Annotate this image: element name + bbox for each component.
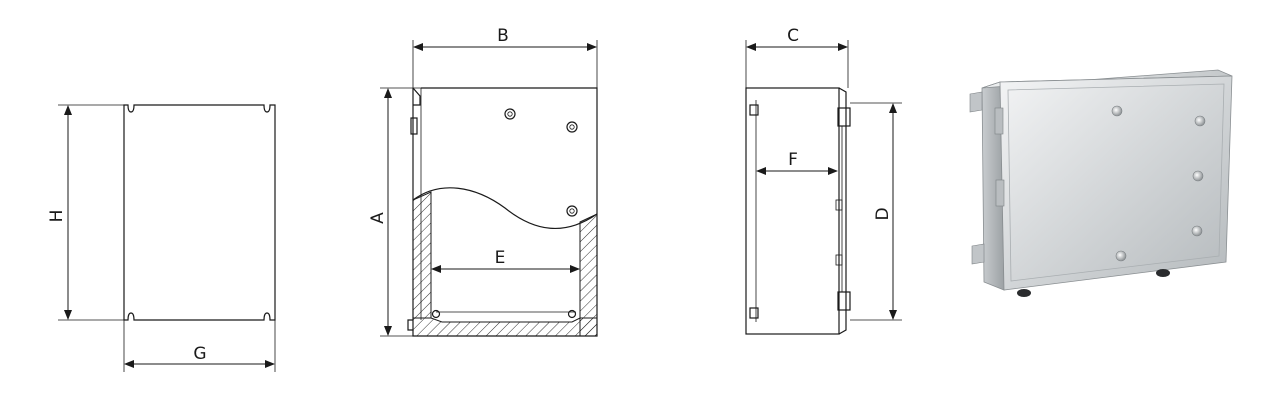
enclosure-3d-render bbox=[969, 69, 1233, 297]
front-bolt-3 bbox=[566, 205, 578, 217]
side-wall-mount-bottom bbox=[749, 307, 759, 319]
hatched-bottom-wall bbox=[412, 317, 598, 337]
back-plate-outline bbox=[123, 104, 276, 321]
render-bolt-5 bbox=[1115, 250, 1127, 262]
render-bolt-2 bbox=[1194, 115, 1206, 127]
hinge-block bbox=[410, 117, 418, 135]
side-body-outline bbox=[745, 87, 840, 335]
h-label: H bbox=[47, 210, 67, 223]
b-label: B bbox=[497, 26, 509, 46]
render-bolt-4 bbox=[1191, 225, 1203, 237]
side-hinge-top bbox=[837, 107, 851, 127]
side-door-edge bbox=[838, 87, 847, 335]
render-hinge-top bbox=[994, 107, 1004, 135]
render-front-face bbox=[999, 75, 1233, 291]
hinge-bracket bbox=[412, 87, 421, 106]
hatched-left-wall bbox=[412, 191, 432, 319]
render-gland-left bbox=[1017, 289, 1031, 297]
front-view: B A E bbox=[368, 26, 598, 337]
render-door-inset bbox=[1007, 83, 1225, 282]
side-latch-1 bbox=[835, 199, 843, 211]
side-hinge-bottom bbox=[837, 291, 851, 311]
f-label: F bbox=[788, 150, 798, 170]
front-body-outline bbox=[412, 87, 598, 337]
cutaway-curve bbox=[412, 187, 598, 230]
side-wall-mount-top bbox=[749, 104, 759, 116]
side-view: C F D bbox=[745, 26, 902, 335]
front-bolt-1 bbox=[504, 108, 516, 120]
back-view: H G bbox=[47, 104, 276, 372]
render-bolt-1 bbox=[1111, 105, 1123, 117]
a-label: A bbox=[368, 212, 388, 224]
render-hinge-mid bbox=[995, 179, 1005, 207]
render-mount-bracket-bottom bbox=[971, 243, 985, 265]
render-bolt-3 bbox=[1192, 170, 1204, 182]
inner-bolt-left bbox=[431, 309, 441, 319]
render-gland-right bbox=[1156, 269, 1170, 277]
front-bolt-2 bbox=[566, 121, 578, 133]
render-mount-bracket-top bbox=[969, 91, 983, 113]
side-latch-2 bbox=[835, 254, 843, 266]
c-label: C bbox=[787, 26, 799, 46]
e-label: E bbox=[495, 248, 506, 268]
d-label: D bbox=[873, 207, 893, 220]
inner-bolt-right bbox=[567, 309, 577, 319]
g-label: G bbox=[193, 344, 206, 364]
